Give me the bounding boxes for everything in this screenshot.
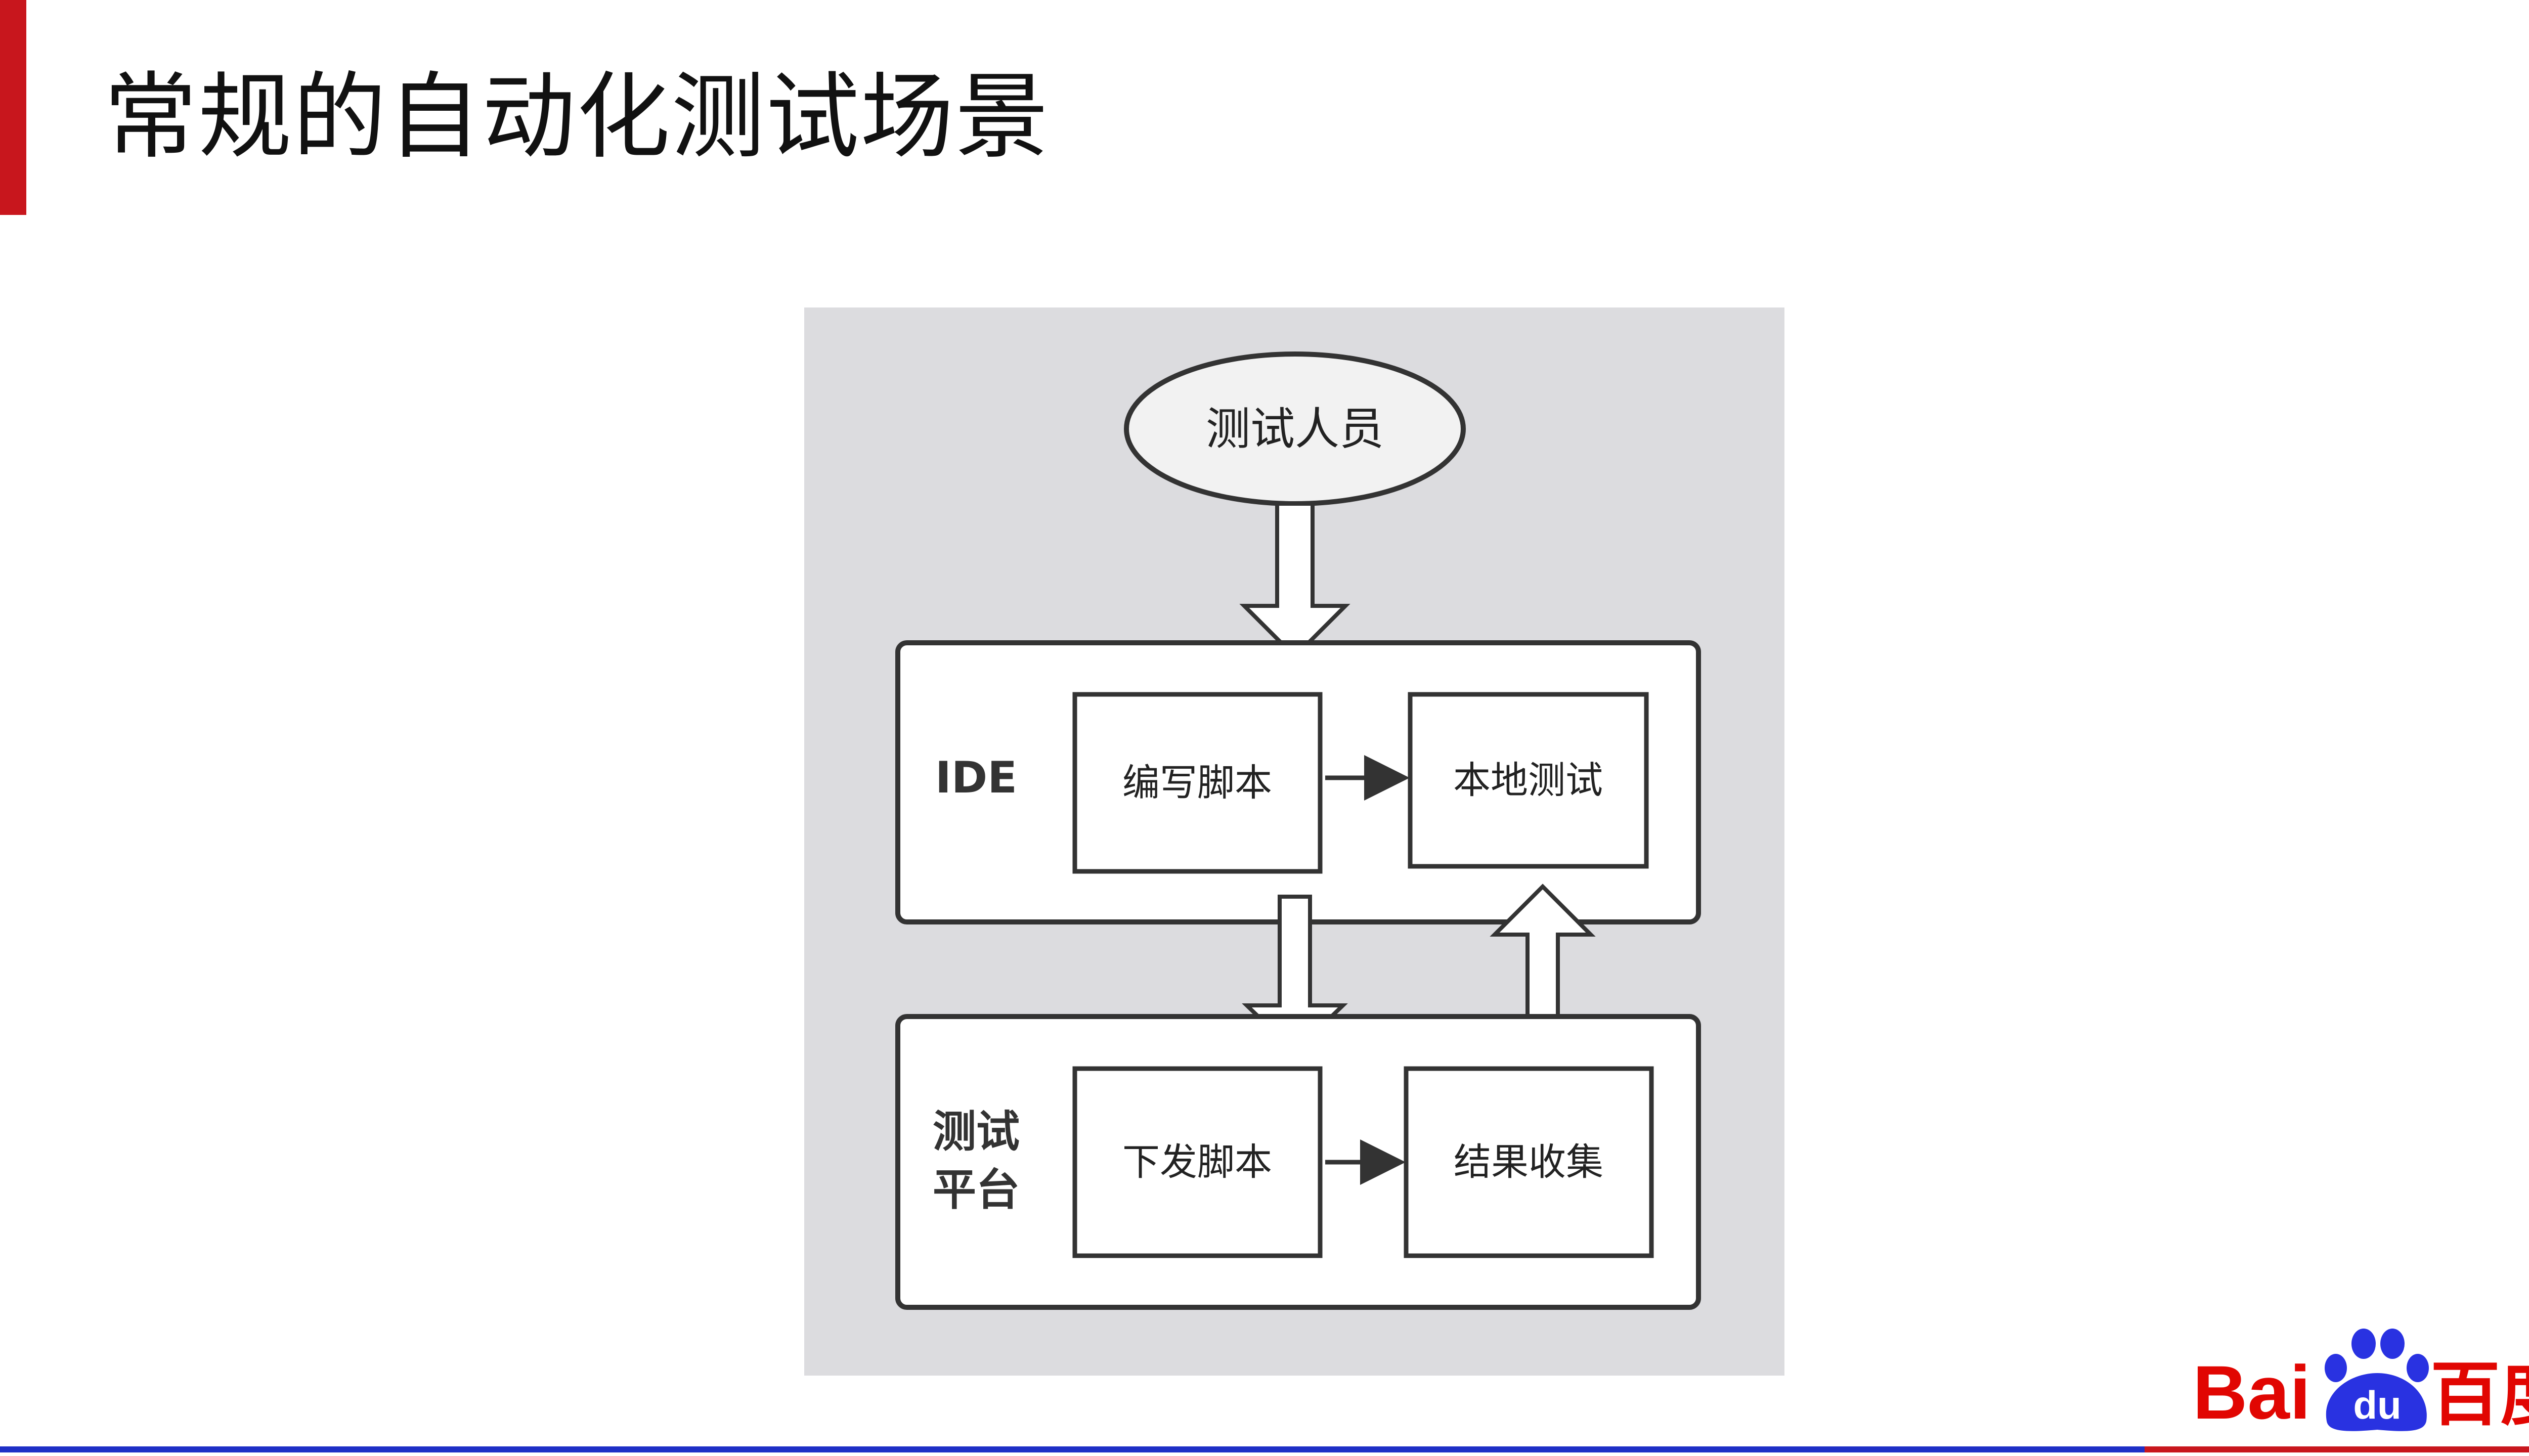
platform-label-line1: 测试 bbox=[933, 1107, 1020, 1157]
flow-diagram: 测试人员 IDE 编写脚本 本地测试 测试 平台 下发脚本 结果收集 bbox=[804, 307, 1784, 1376]
local-test-label: 本地测试 bbox=[1453, 759, 1603, 802]
paw-palm bbox=[2326, 1373, 2427, 1431]
local-test-node bbox=[1408, 692, 1649, 869]
dispatch-script-node bbox=[1072, 1066, 1323, 1258]
ide-label: IDE bbox=[935, 753, 1017, 803]
flow-diagram-svg: 测试人员 IDE 编写脚本 本地测试 测试 平台 下发脚本 结果收集 bbox=[895, 351, 1701, 1310]
footer-line-red bbox=[2145, 1446, 2529, 1452]
paw-pad-3 bbox=[2380, 1329, 2405, 1359]
baidu-logo: Bai du 百度 bbox=[2193, 1317, 2529, 1435]
logo-text-bai: Bai bbox=[2193, 1350, 2310, 1434]
paw-pad-2 bbox=[2351, 1329, 2376, 1359]
arrow-tester-to-ide bbox=[1239, 502, 1350, 659]
tester-label: 测试人员 bbox=[1206, 403, 1384, 455]
logo-text-cn: 百度 bbox=[2430, 1354, 2529, 1434]
dispatch-script-label: 下发脚本 bbox=[1122, 1140, 1272, 1184]
paw-pad-1 bbox=[2325, 1354, 2347, 1382]
baidu-logo-svg: Bai du 百度 bbox=[2193, 1329, 2529, 1435]
slide-title: 常规的自动化测试场景 bbox=[104, 62, 1050, 171]
platform-label-line2: 平台 bbox=[933, 1165, 1020, 1215]
paw-pad-4 bbox=[2407, 1354, 2429, 1382]
write-script-node bbox=[1072, 692, 1323, 874]
title-accent-bar bbox=[0, 0, 26, 215]
write-script-label: 编写脚本 bbox=[1122, 761, 1272, 805]
logo-text-du: du bbox=[2353, 1383, 2401, 1427]
footer-line-blue bbox=[0, 1446, 2145, 1452]
collect-results-node bbox=[1404, 1066, 1654, 1258]
collect-results-label: 结果收集 bbox=[1454, 1140, 1603, 1184]
